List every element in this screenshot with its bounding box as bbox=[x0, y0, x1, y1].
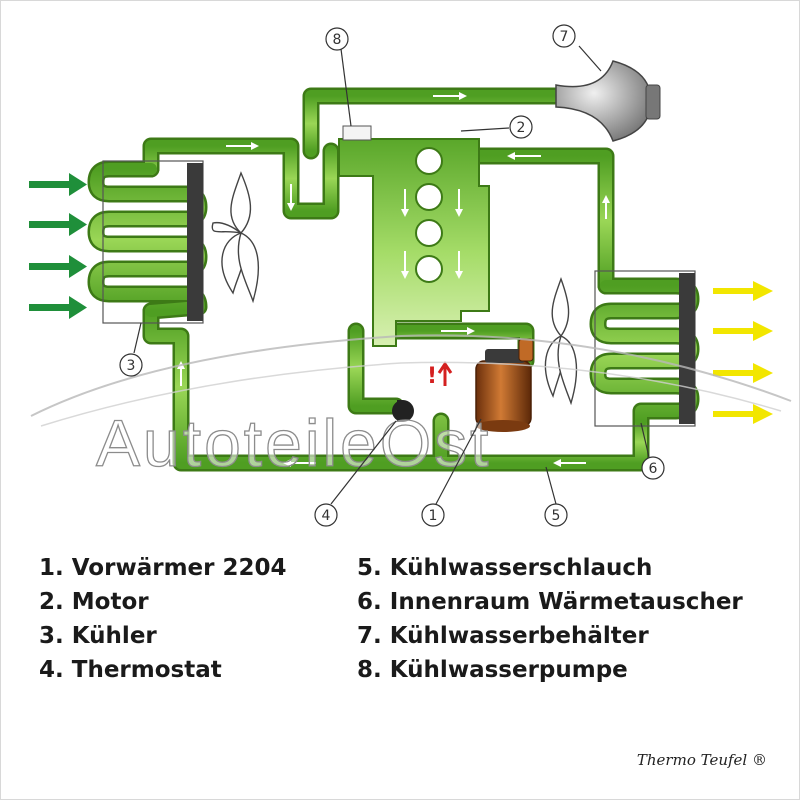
warning-indicator: ! bbox=[427, 361, 453, 389]
svg-text:3: 3 bbox=[127, 358, 136, 374]
svg-text:6: 6 bbox=[649, 461, 658, 477]
legend: 1. Vorwärmer 2204 2. Motor 3. Kühler 4. … bbox=[1, 549, 800, 699]
pre-heater-unit bbox=[475, 338, 534, 432]
callout-1: 1 bbox=[421, 503, 445, 527]
watermark-text: AutoteileOst bbox=[96, 406, 492, 480]
svg-text:4: 4 bbox=[322, 508, 331, 524]
svg-text:2: 2 bbox=[517, 120, 526, 136]
callout-4: 4 bbox=[314, 503, 338, 527]
watermark: AutoteileOst bbox=[30, 334, 792, 481]
callout-6: 6 bbox=[641, 456, 665, 480]
heater-fan-icon bbox=[544, 276, 578, 406]
radiator bbox=[102, 160, 204, 324]
legend-item-2: 2. Motor bbox=[39, 589, 149, 615]
legend-item-4: 4. Thermostat bbox=[39, 657, 222, 683]
thermostat-valve bbox=[392, 400, 414, 422]
svg-text:8: 8 bbox=[333, 32, 342, 48]
brand-footer: Thermo Teufel ® bbox=[636, 751, 767, 769]
legend-item-8: 8. Kühlwasserpumpe bbox=[357, 657, 628, 683]
callout-7: 7 bbox=[552, 24, 576, 48]
legend-item-7: 7. Kühlwasserbehälter bbox=[357, 623, 649, 649]
legend-item-6: 6. Innenraum Wärmetauscher bbox=[357, 589, 743, 615]
outflow-arrows bbox=[713, 281, 773, 424]
warning-mark: ! bbox=[427, 364, 437, 389]
callout-3: 3 bbox=[119, 353, 143, 377]
engine-block bbox=[338, 125, 490, 347]
callout-8: 8 bbox=[325, 27, 349, 51]
engine-cylinders bbox=[415, 147, 443, 283]
svg-text:1: 1 bbox=[429, 508, 438, 524]
coolant-circuit-diagram: ! bbox=[29, 24, 792, 527]
callout-5: 5 bbox=[544, 503, 568, 527]
coolant-reservoir bbox=[555, 60, 661, 142]
flow-arrows bbox=[177, 92, 610, 467]
radiator-fan-icon bbox=[211, 171, 259, 304]
svg-text:5: 5 bbox=[552, 508, 561, 524]
callout-2: 2 bbox=[509, 115, 533, 139]
svg-text:7: 7 bbox=[560, 29, 569, 45]
legend-item-5: 5. Kühlwasserschlauch bbox=[357, 555, 653, 581]
water-pump bbox=[342, 125, 372, 141]
callout-leaders bbox=[133, 45, 650, 505]
inflow-arrows bbox=[29, 173, 87, 319]
legend-item-1: 1. Vorwärmer 2204 bbox=[39, 555, 287, 581]
legend-item-3: 3. Kühler bbox=[39, 623, 157, 649]
